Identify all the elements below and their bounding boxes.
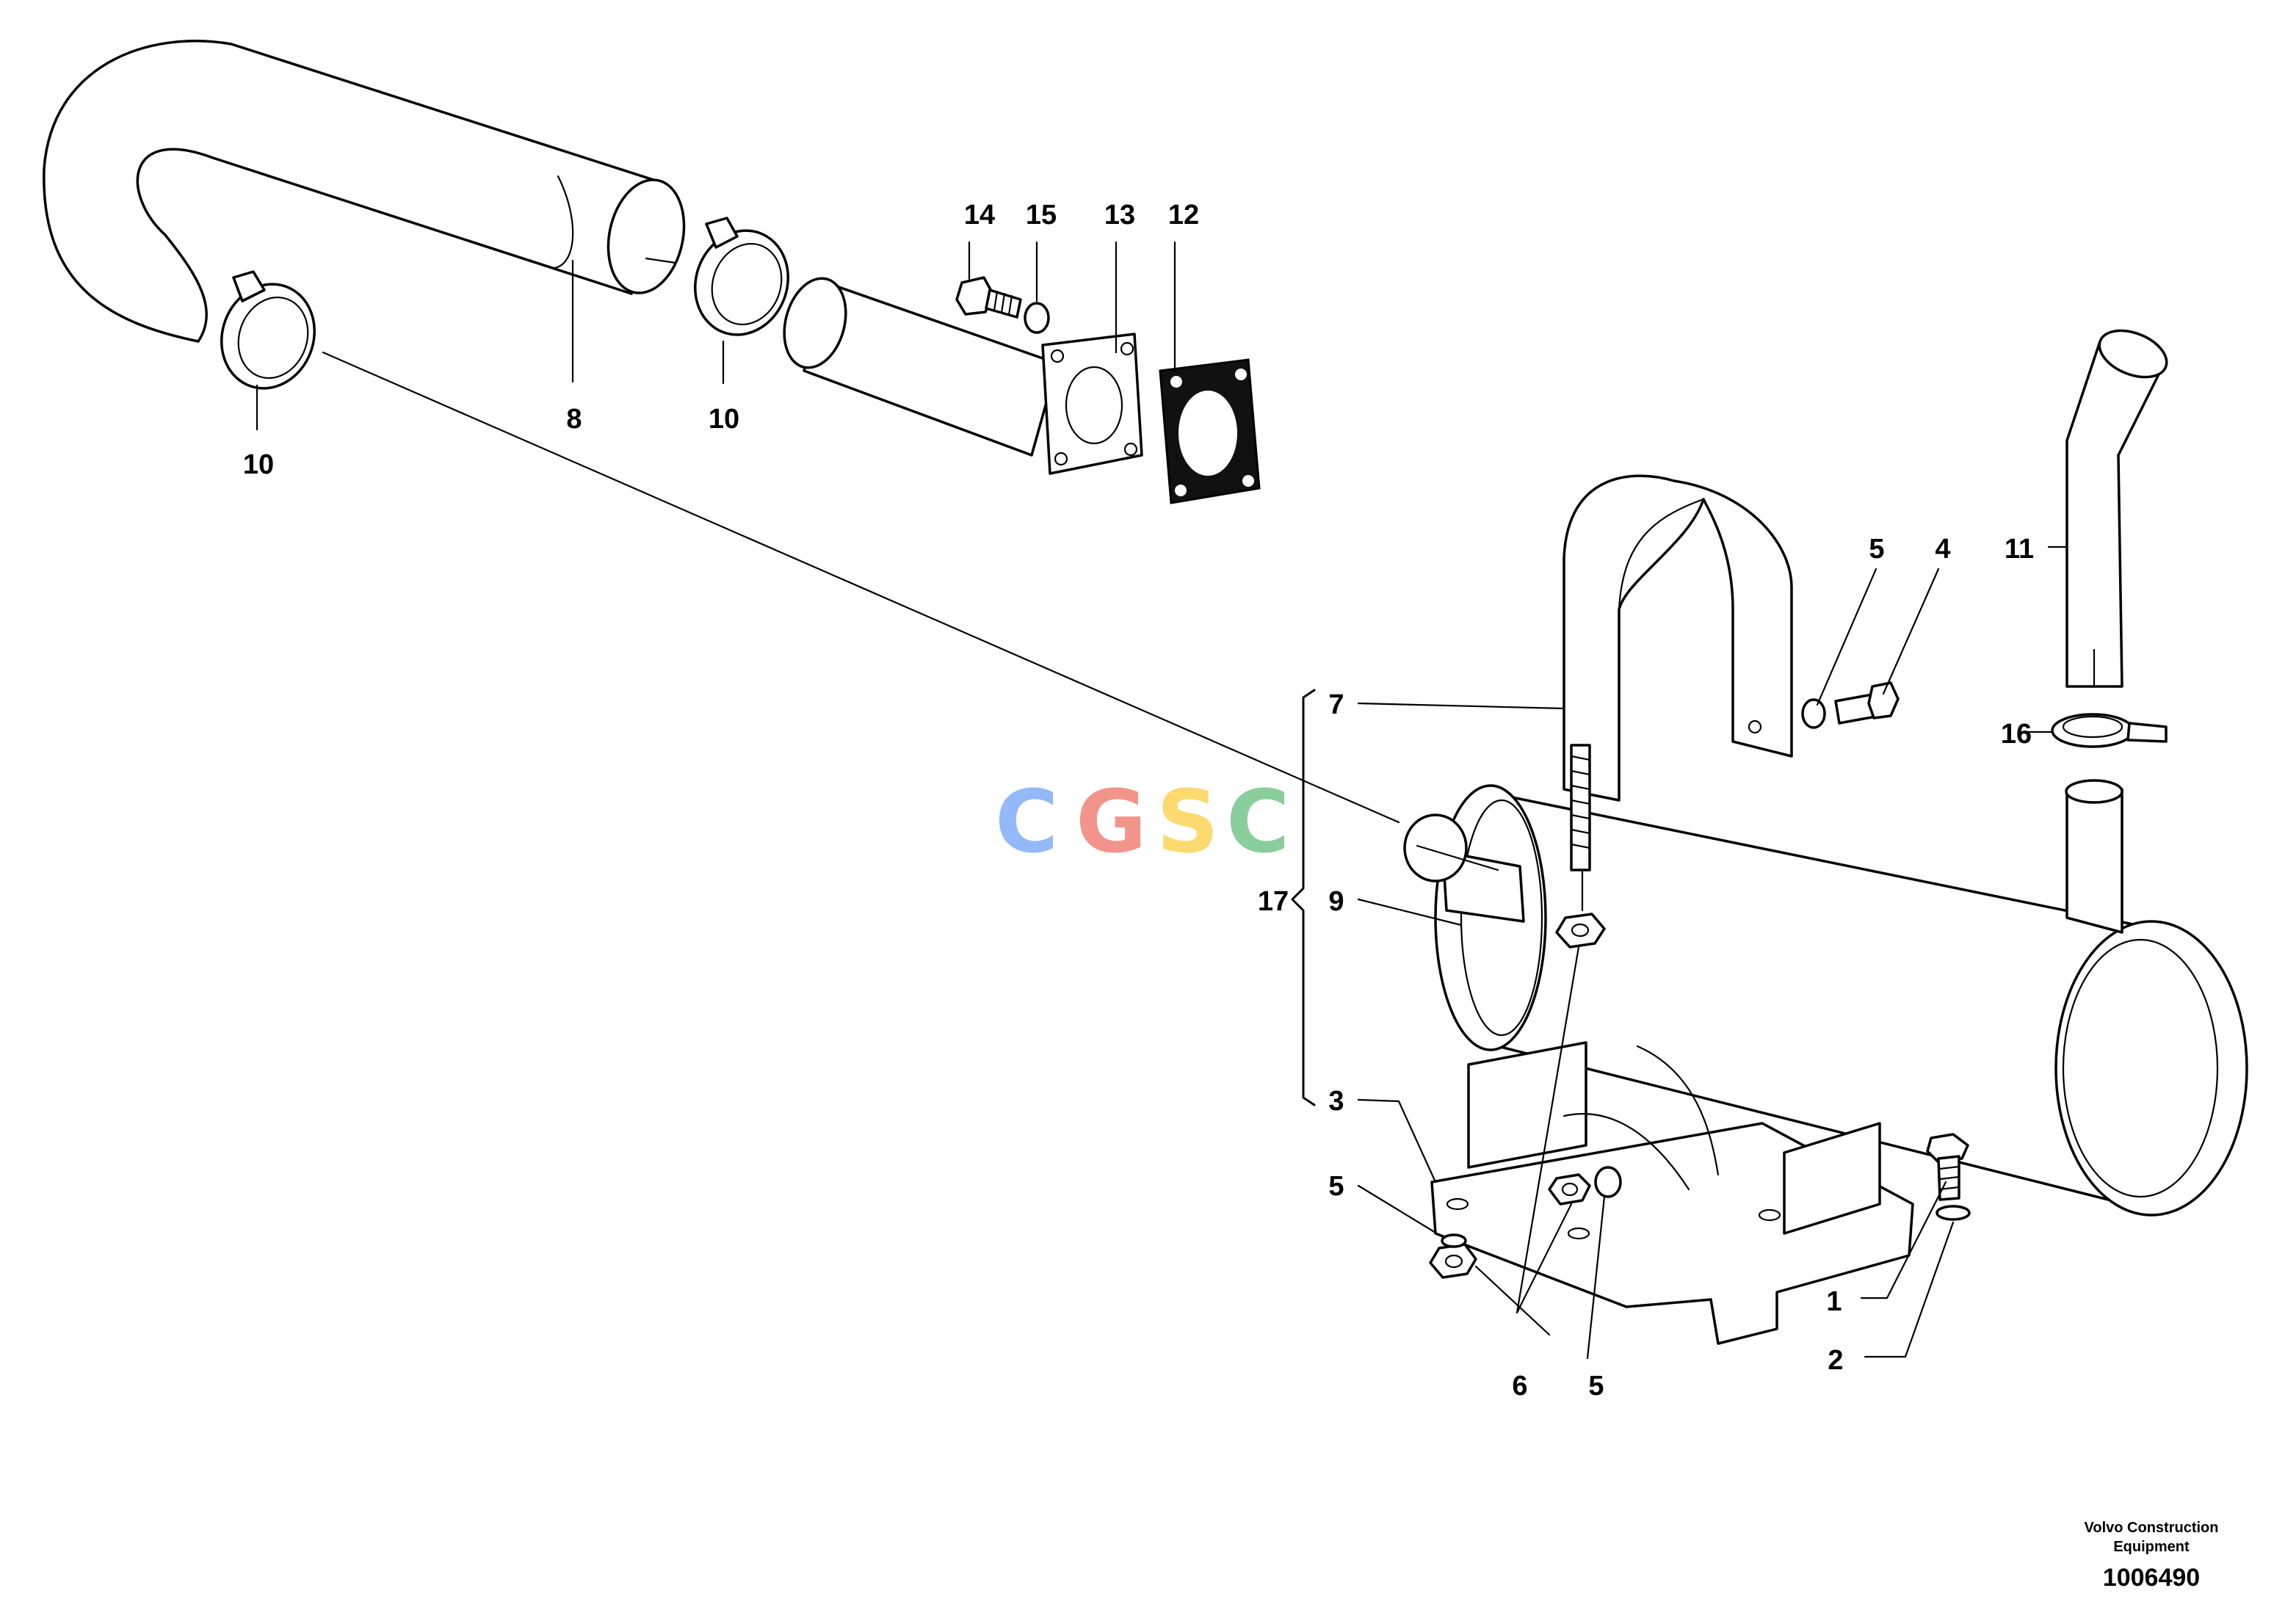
watermark-letter-c2: C [1226, 771, 1290, 872]
label-12: 12 [1168, 200, 1199, 231]
part-labels: 14 15 13 12 10 8 10 5 4 11 16 7 17 9 3 5… [243, 200, 2034, 1402]
bent-exhaust-pipe [43, 40, 686, 343]
label-8: 8 [566, 404, 582, 435]
muffler-strap [1563, 474, 1793, 871]
watermark-letter-s: S [1156, 771, 1219, 872]
washer-center [1594, 1166, 1622, 1198]
label-5-top: 5 [1869, 534, 1884, 565]
label-3: 3 [1328, 1086, 1344, 1117]
muffler [1403, 779, 2248, 1217]
document-number: 1006490 [2102, 1564, 2201, 1592]
label-15: 15 [1026, 200, 1057, 231]
flange-bolt [955, 276, 1022, 319]
cgsc-watermark: C G S C [995, 771, 1290, 872]
hose-clamp-right [693, 217, 790, 336]
mounting-bolt-right [1926, 1133, 1969, 1201]
assembly-bracket-17 [1291, 689, 1316, 1106]
strap-bolt [1834, 681, 1900, 725]
label-5-bottom: 5 [1588, 1371, 1604, 1402]
watermark-letter-g: G [1076, 771, 1147, 872]
label-10-right: 10 [709, 404, 739, 435]
label-2: 2 [1828, 1345, 1843, 1376]
label-4: 4 [1935, 534, 1950, 565]
hex-nut-left [1429, 1243, 1477, 1279]
manufacturer-line-2: Equipment [2113, 1539, 2190, 1555]
manufacturer-name: Volvo Construction Equipment [2041, 1518, 2262, 1556]
hex-nut-upper [1555, 913, 1606, 949]
label-1: 1 [1826, 1286, 1842, 1317]
label-16: 16 [2001, 719, 2032, 750]
label-14: 14 [964, 200, 995, 231]
strap-washer [1801, 698, 1826, 729]
manufacturer-line-1: Volvo Construction [2084, 1520, 2219, 1536]
washer-right [1936, 1205, 1971, 1221]
leader-lines [256, 241, 2068, 1360]
flanged-pipe [783, 277, 1143, 475]
label-9: 9 [1328, 886, 1344, 917]
flange-washer [1024, 302, 1050, 334]
tail-pipe-clamp [2051, 713, 2168, 748]
label-5-left: 5 [1328, 1171, 1344, 1202]
hose-clamp-left [220, 270, 316, 390]
watermark-letter-c1: C [995, 771, 1059, 872]
label-7: 7 [1328, 689, 1344, 720]
hex-nut-center [1548, 1173, 1591, 1206]
gasket [1159, 358, 1261, 504]
label-6: 6 [1512, 1371, 1527, 1402]
label-13: 13 [1104, 200, 1135, 231]
label-17: 17 [1258, 886, 1289, 917]
label-11: 11 [2005, 534, 2034, 565]
label-10-left: 10 [243, 449, 274, 480]
washer-left [1441, 1233, 1467, 1248]
tail-pipe [2065, 329, 2168, 688]
